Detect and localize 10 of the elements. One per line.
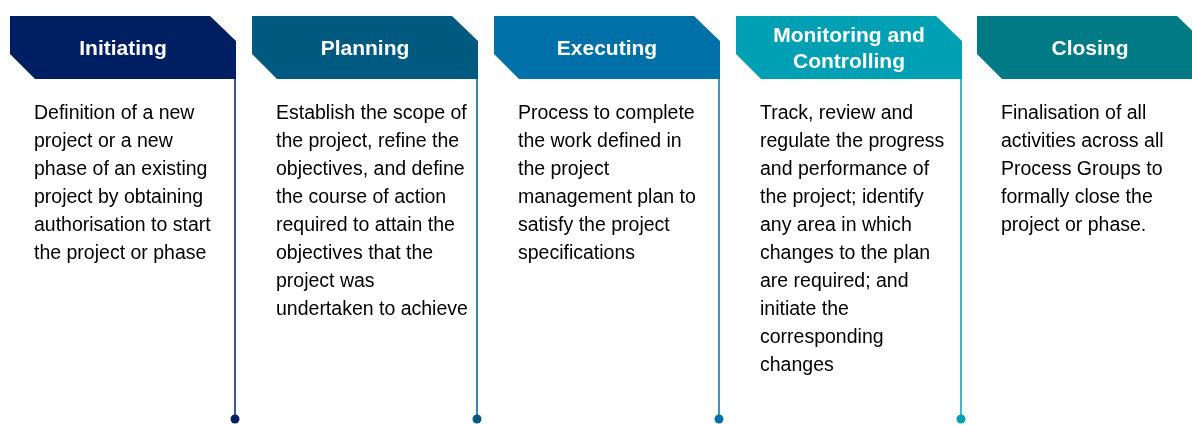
phase-description: Track, review and regulate the progress and performance of the project; identify any area in which changes to the plan are required; and initiate the corresponding changes xyxy=(760,100,946,377)
phase-banner: Monitoring and Controlling xyxy=(736,16,962,79)
phase-description: Definition of a new project or a new phase of an existing project by obtaining authorisation to start the project or phase xyxy=(34,100,212,265)
phase-description: Establish the scope of the project, refine the objectives, and define the course of action required to attain the objectives that the project was undertaken to achieve xyxy=(276,100,469,321)
phase-banner: Executing xyxy=(494,16,720,79)
phase-banner: Closing xyxy=(977,16,1192,79)
phase-description: Finalisation of all activities across all Process Groups to formally close the project or phase. xyxy=(1001,100,1165,237)
phase-banner: Initiating xyxy=(10,16,236,79)
phase-banner: Planning xyxy=(252,16,478,79)
phase-description: Process to complete the work defined in the project management plan to satisfy the project specifications xyxy=(518,100,697,265)
